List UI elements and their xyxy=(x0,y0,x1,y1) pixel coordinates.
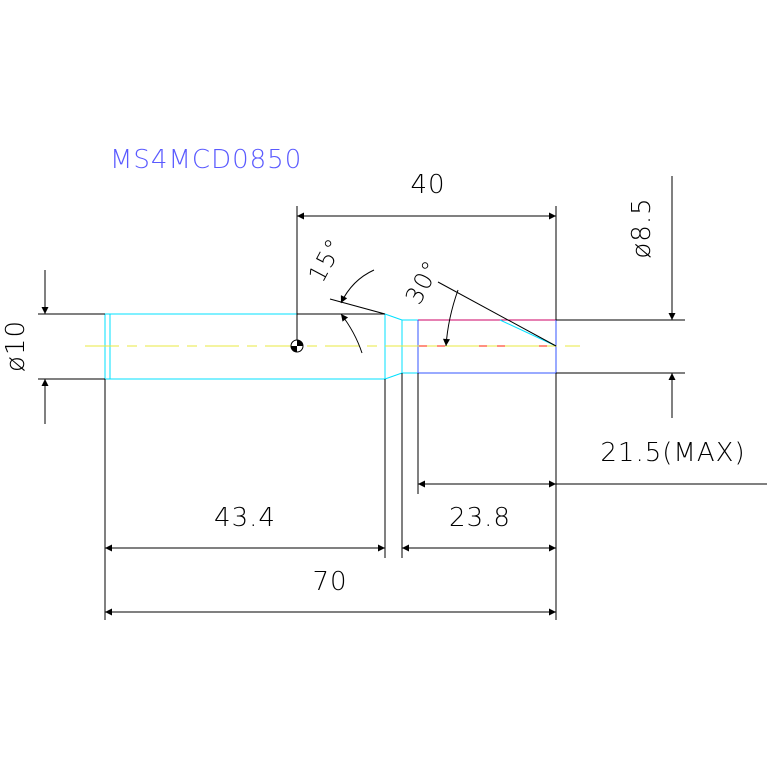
dimension-max-depth-label: 21.5(MAX) xyxy=(600,438,745,468)
part-number-label: MS4MCD0850 xyxy=(110,145,302,175)
dimension-dia-10 xyxy=(38,270,105,424)
dimension-dia-8-5-label: ø8.5 xyxy=(627,197,657,258)
dimension-max-depth xyxy=(417,373,767,620)
dimension-dia-8-5 xyxy=(556,176,685,418)
dimension-43-4-label: 43.4 xyxy=(214,503,276,533)
center-datum-icon xyxy=(290,339,304,353)
drawing-area xyxy=(0,145,767,620)
dimension-23-8-label: 23.8 xyxy=(449,503,511,533)
dimension-40-label: 40 xyxy=(410,170,445,200)
dimension-angle-15 xyxy=(297,269,386,354)
dimension-40 xyxy=(296,206,557,340)
dimension-43-4 xyxy=(104,379,386,620)
dimension-dia-10-label: ø10 xyxy=(1,320,31,372)
dimension-23-8 xyxy=(401,373,556,558)
dimension-angle-30 xyxy=(437,281,557,347)
part-outline xyxy=(85,313,580,380)
dimension-70-label: 70 xyxy=(312,567,347,597)
